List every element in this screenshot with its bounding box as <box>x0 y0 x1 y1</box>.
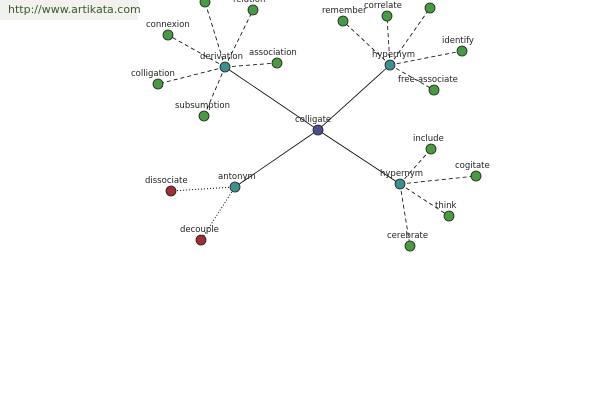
leaf-label-dissociate: dissociate <box>145 176 188 186</box>
leaf-node-remember[interactable] <box>337 15 349 27</box>
leaf-label-colligation: colligation <box>131 69 175 79</box>
relation-node-hypernym-1[interactable] <box>384 59 396 71</box>
edge-think <box>399 183 450 217</box>
leaf-node-relation[interactable] <box>247 4 259 16</box>
edge-subsumption <box>203 66 226 117</box>
leaf-label-include: include <box>413 134 444 144</box>
leaf-node-association[interactable] <box>271 57 283 69</box>
edge-connexion <box>167 34 226 68</box>
relation-label-hypernym-1: hypernym <box>372 50 415 60</box>
leaf-node-cogitate[interactable] <box>470 170 482 182</box>
edge-correlate <box>386 15 391 66</box>
relation-node-antonym[interactable] <box>229 181 241 193</box>
leaf-node-free-associate[interactable] <box>428 84 440 96</box>
edge-dissociate <box>170 186 236 192</box>
relation-label-antonym: antonym <box>218 172 256 182</box>
leaf-label-relation: relation <box>233 0 265 5</box>
edge-center-hypernym-2 <box>317 129 401 185</box>
leaf-node-subsumption[interactable] <box>198 110 210 122</box>
relation-node-hypernym-2[interactable] <box>394 178 406 190</box>
edge-relation-a <box>204 1 226 68</box>
center-label: colligate <box>295 115 331 125</box>
edge-cogitate <box>399 175 477 185</box>
leaf-node-identify[interactable] <box>456 45 468 57</box>
relation-node-derivation[interactable] <box>219 61 231 73</box>
edge-include <box>399 148 432 185</box>
source-url[interactable]: http://www.artikata.com <box>0 0 141 20</box>
leaf-label-think: think <box>435 201 456 211</box>
edge-relation-b <box>224 9 254 68</box>
center-node[interactable] <box>312 124 324 136</box>
edge-center-antonym <box>234 129 319 188</box>
edge-remember <box>342 20 391 66</box>
edge-free-associate <box>389 64 435 91</box>
leaf-label-correlate: correlate <box>364 1 402 11</box>
leaf-label-identify: identify <box>442 36 474 46</box>
relation-label-derivation: derivation <box>200 52 243 62</box>
edge-correlate-b <box>389 7 431 66</box>
leaf-label-cerebrate: cerebrate <box>387 231 428 241</box>
leaf-label-free-associate: free-associate <box>398 75 458 85</box>
leaf-node-correlate[interactable] <box>381 10 393 22</box>
leaf-label-cogitate: cogitate <box>455 161 490 171</box>
leaf-node-relation-a[interactable] <box>199 0 211 8</box>
leaf-node-think[interactable] <box>443 210 455 222</box>
leaf-label-connexion: connexion <box>146 20 190 30</box>
edge-center-derivation <box>224 66 319 131</box>
leaf-node-dissociate[interactable] <box>165 185 177 197</box>
leaf-label-association: association <box>249 48 297 58</box>
leaf-node-correlate-b[interactable] <box>424 2 436 14</box>
leaf-node-connexion[interactable] <box>162 29 174 41</box>
leaf-node-include[interactable] <box>425 143 437 155</box>
leaf-node-colligation[interactable] <box>152 78 164 90</box>
edge-center-hypernym-1 <box>317 64 391 131</box>
leaf-node-cerebrate[interactable] <box>404 240 416 252</box>
leaf-label-subsumption: subsumption <box>175 101 230 111</box>
relation-label-hypernym-2: hypernym <box>380 169 423 179</box>
edge-association <box>224 62 278 68</box>
leaf-label-remember: remember <box>322 6 367 16</box>
leaf-label-decouple: decouple <box>180 225 219 235</box>
leaf-node-decouple[interactable] <box>195 234 207 246</box>
edge-cerebrate <box>399 183 411 247</box>
edge-colligation <box>157 66 226 85</box>
edge-identify <box>389 50 463 66</box>
